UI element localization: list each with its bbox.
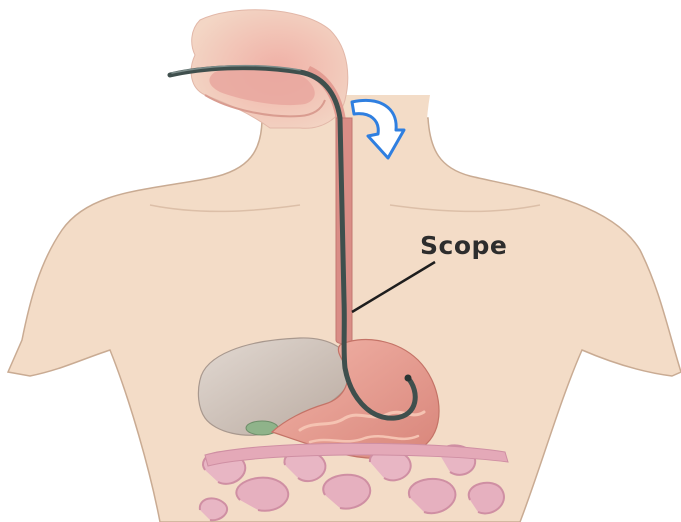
scope-tip bbox=[405, 375, 412, 382]
scope-label: Scope bbox=[420, 231, 507, 260]
